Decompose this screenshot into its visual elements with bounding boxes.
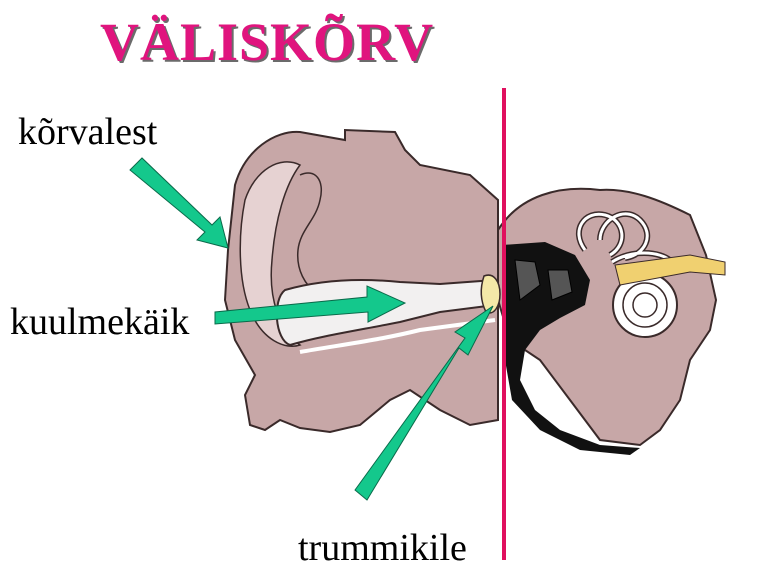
arrow-to-pinna <box>129 157 229 249</box>
cochlea-turn-1 <box>622 282 668 328</box>
arrow-to-eardrum <box>354 305 494 501</box>
ear-canal-floor <box>299 318 496 354</box>
pinna-inner-fold <box>297 172 322 296</box>
cochlea-turn-2 <box>632 292 658 318</box>
page-title: VÄLISKÕRV <box>100 12 435 72</box>
label-ear-canal: kuulmekäik <box>10 301 190 343</box>
label-pinna: kõrvalest <box>18 111 158 153</box>
ossicle-detail <box>514 259 573 301</box>
label-eardrum: trummikile <box>298 527 467 569</box>
eardrum-shape <box>480 274 501 314</box>
auditory-nerve <box>614 254 726 286</box>
arrow-to-ear-canal <box>214 285 407 325</box>
ossicles <box>502 242 640 455</box>
